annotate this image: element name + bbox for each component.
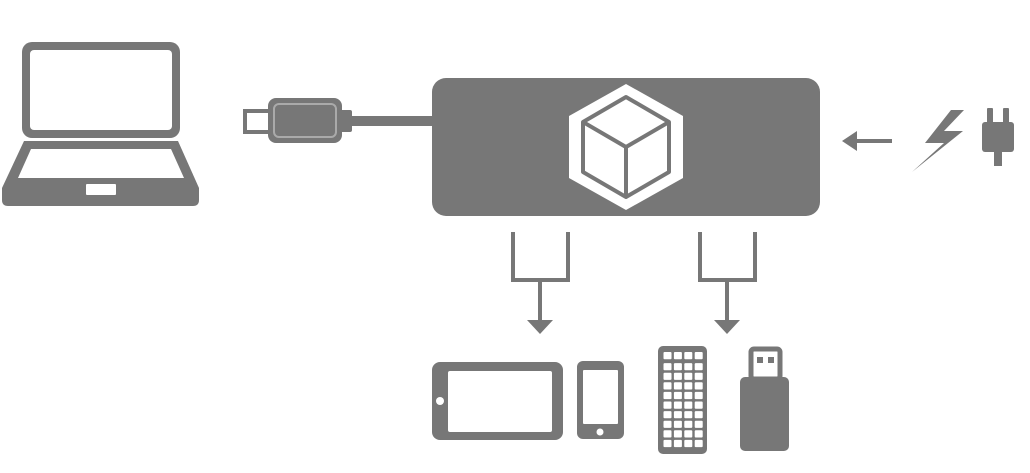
keyboard-key xyxy=(663,372,672,380)
keyboard-key xyxy=(673,382,682,390)
keyboard-key xyxy=(694,430,703,438)
flash-drive-body xyxy=(740,377,789,451)
keyboard-key xyxy=(694,382,703,390)
keyboard-key xyxy=(663,401,672,409)
plug-neck xyxy=(340,110,352,132)
keyboard-key xyxy=(663,420,672,428)
tablet-icon xyxy=(432,362,563,440)
laptop-trackpad xyxy=(86,184,116,195)
keyboard-key xyxy=(684,372,693,380)
keyboard-key xyxy=(684,439,693,448)
keyboard-key xyxy=(673,352,682,360)
keyboard-key xyxy=(694,391,703,400)
keyboard-key xyxy=(673,420,682,428)
keyboard-key xyxy=(673,363,682,371)
keyboard-key xyxy=(694,411,703,419)
cube-icon xyxy=(569,84,683,210)
keyboard-key xyxy=(663,382,672,390)
keyboard-key xyxy=(684,430,693,438)
keyboard-key xyxy=(694,439,703,448)
flash-drive-connector xyxy=(748,346,783,382)
keyboard-key xyxy=(684,363,693,371)
tablet-home-button xyxy=(436,397,444,405)
lightning-bolt-icon xyxy=(912,110,964,172)
usb-cable xyxy=(350,116,440,126)
keyboard-key xyxy=(673,439,682,448)
keyboard-icon xyxy=(658,346,707,454)
tablet-screen xyxy=(448,371,552,432)
keyboard-key xyxy=(673,372,682,380)
keyboard-key xyxy=(684,352,693,360)
laptop-screen xyxy=(30,50,172,130)
smartphone-screen xyxy=(583,370,618,424)
keyboard-body xyxy=(658,346,707,454)
usb-flash-drive-icon xyxy=(740,346,789,451)
smartphone-home-button xyxy=(596,428,604,436)
keyboard-key xyxy=(694,372,703,380)
plug-body-outline xyxy=(273,103,337,138)
plug-body xyxy=(268,98,342,143)
keyboard-key xyxy=(684,382,693,390)
keyboard-key xyxy=(694,420,703,428)
plug-tip xyxy=(243,109,272,134)
keyboard-key xyxy=(663,391,672,400)
keyboard-key xyxy=(684,401,693,409)
keyboard-key xyxy=(663,430,672,438)
keyboard-key xyxy=(673,401,682,409)
keyboard-key xyxy=(663,439,672,448)
keyboard-key xyxy=(684,391,693,400)
output-connector-right xyxy=(698,232,757,334)
keyboard-key xyxy=(673,391,682,400)
keyboard-key xyxy=(684,420,693,428)
laptop-keyboard-area xyxy=(18,149,184,178)
keyboard-key xyxy=(673,430,682,438)
keyboard-key xyxy=(663,352,672,360)
smartphone-icon xyxy=(577,361,624,439)
keyboard-key xyxy=(663,411,672,419)
keyboard-key xyxy=(673,411,682,419)
keyboard-key xyxy=(694,363,703,371)
keyboard-key xyxy=(684,411,693,419)
arrow-down-icon xyxy=(527,320,553,334)
keyboard-key xyxy=(694,352,703,360)
keyboard-key xyxy=(694,401,703,409)
usb-c-plug-icon xyxy=(243,98,440,143)
output-connector-left xyxy=(511,232,570,334)
laptop-icon xyxy=(2,42,199,206)
power-plug-icon xyxy=(982,108,1014,166)
arrow-down-icon xyxy=(714,320,740,334)
keyboard-keys xyxy=(663,352,703,448)
arrow-left-icon xyxy=(842,131,892,151)
keyboard-key xyxy=(663,363,672,371)
power-input xyxy=(842,108,1014,172)
usb-hub-icon xyxy=(432,78,820,216)
